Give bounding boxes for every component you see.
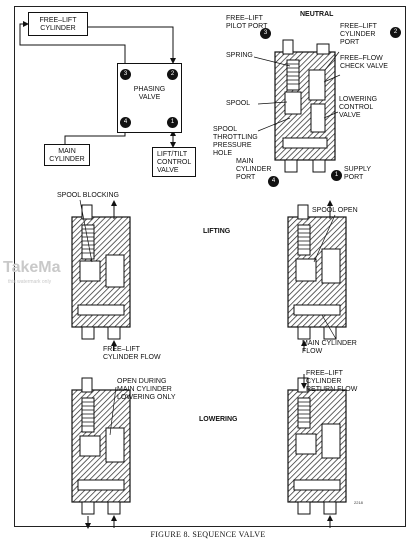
valve-lowering-right [287, 374, 347, 528]
neutral-title: NEUTRAL [300, 11, 334, 18]
neutral-port-3: 3 [260, 28, 271, 39]
figure-caption: FIGURE 8. SEQUENCE VALVE [150, 530, 266, 539]
phasing-port-4: 4 [120, 117, 131, 128]
neutral-leaders [253, 51, 341, 132]
main-flow-label: MAIN CYLINDER FLOW [302, 340, 357, 355]
open-during-label: OPEN DURING MAIN CYLINDER LOWERING ONLY [117, 378, 176, 401]
neutral-port-2: 2 [390, 27, 401, 38]
spool-blocking-label: SPOOL BLOCKING [57, 192, 119, 199]
valve-lifting-left [71, 200, 131, 351]
cylinder-port-label: FREE–LIFT CYLINDER PORT [340, 23, 377, 46]
lowering-valve-label: LOWERING CONTROL VALVE [339, 96, 378, 119]
free-lift-cylinder-label: FREE–LIFT CYLINDER [39, 17, 77, 32]
throttling-hole-label: SPOOL THROTTLING PRESSURE HOLE [213, 126, 258, 157]
pilot-port-label: FREE–LIFT PILOT PORT [226, 15, 268, 30]
check-valve-label: FREE–FLOW CHECK VALVE [340, 55, 388, 70]
phasing-valve-label: PHASING VALVE [133, 86, 166, 101]
phasing-port-2: 2 [167, 69, 178, 80]
phasing-port-1: 1 [167, 117, 178, 128]
operation-leaders [79, 199, 337, 436]
spool-open-label: SPOOL OPEN [312, 207, 358, 214]
supply-port-label: SUPPLY PORT [344, 166, 372, 181]
return-flow-label: FREE–LIFT CYLINDER RETURN FLOW [306, 370, 358, 393]
free-lift-flow-label: FREE–LIFT CYLINDER FLOW [103, 346, 161, 361]
neutral-port-1: 1 [331, 170, 342, 181]
valve-lowering-left [71, 377, 131, 529]
page-code: 2218 [354, 500, 363, 505]
figure-frame [14, 6, 406, 527]
main-cylinder-box: MAIN CYLINDER [44, 144, 90, 166]
watermark-subtext: this watermark only [8, 279, 52, 285]
neutral-port-4: 4 [268, 176, 279, 187]
lifting-title: LIFTING [203, 228, 231, 235]
spool-label: SPOOL [226, 100, 251, 107]
spring-label: SPRING [226, 52, 253, 59]
lift-tilt-valve-label: LIFT/TILT CONTROL VALVE [157, 151, 192, 174]
free-lift-cylinder-box: FREE–LIFT CYLINDER [28, 12, 88, 36]
main-port-label: MAIN CYLINDER PORT [236, 158, 272, 181]
phasing-port-3: 3 [120, 69, 131, 80]
lift-tilt-valve-box: LIFT/TILT CONTROL VALVE [152, 147, 196, 177]
main-cylinder-label: MAIN CYLINDER [49, 148, 85, 163]
valve-lifting-right [287, 200, 347, 351]
valve-neutral [274, 39, 336, 173]
watermark: TakeMa [3, 259, 61, 276]
lowering-title: LOWERING [199, 416, 238, 423]
